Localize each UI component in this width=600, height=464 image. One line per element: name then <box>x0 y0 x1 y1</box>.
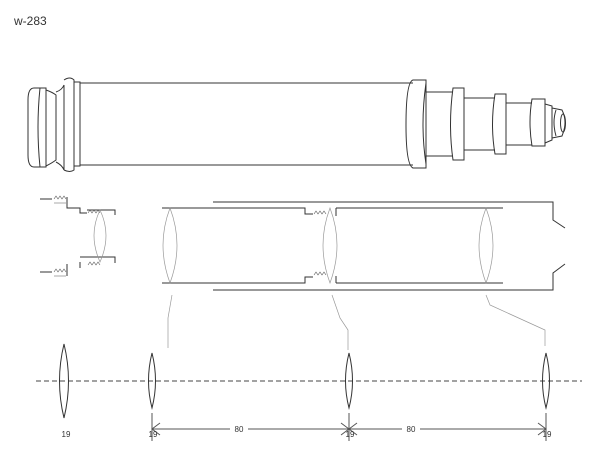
lens-label: 19 <box>62 430 71 439</box>
cross-section-drawing <box>40 195 566 350</box>
dimension-lines <box>151 413 547 441</box>
schematic-lens-3 <box>542 352 550 410</box>
schematic-lens-1 <box>148 352 156 410</box>
lens-label: 19 <box>346 430 355 439</box>
lens-2 <box>322 207 338 285</box>
schematic-lens-2 <box>345 352 353 410</box>
lens-3 <box>478 207 494 285</box>
figure-title: w-283 <box>13 14 47 28</box>
lens-1 <box>162 207 178 285</box>
dimension-label-2: 80 <box>407 425 416 434</box>
telescope-exterior-drawing <box>27 77 566 172</box>
lens-label: 19 <box>149 430 158 439</box>
leader-lines <box>167 294 546 350</box>
schematic-lens-eyepiece <box>59 343 69 419</box>
lens-eyepiece <box>93 209 107 263</box>
optical-schematic: 80 80 19 19 19 19 <box>36 343 582 441</box>
lens-label: 19 <box>543 430 552 439</box>
dimension-label-1: 80 <box>235 425 244 434</box>
